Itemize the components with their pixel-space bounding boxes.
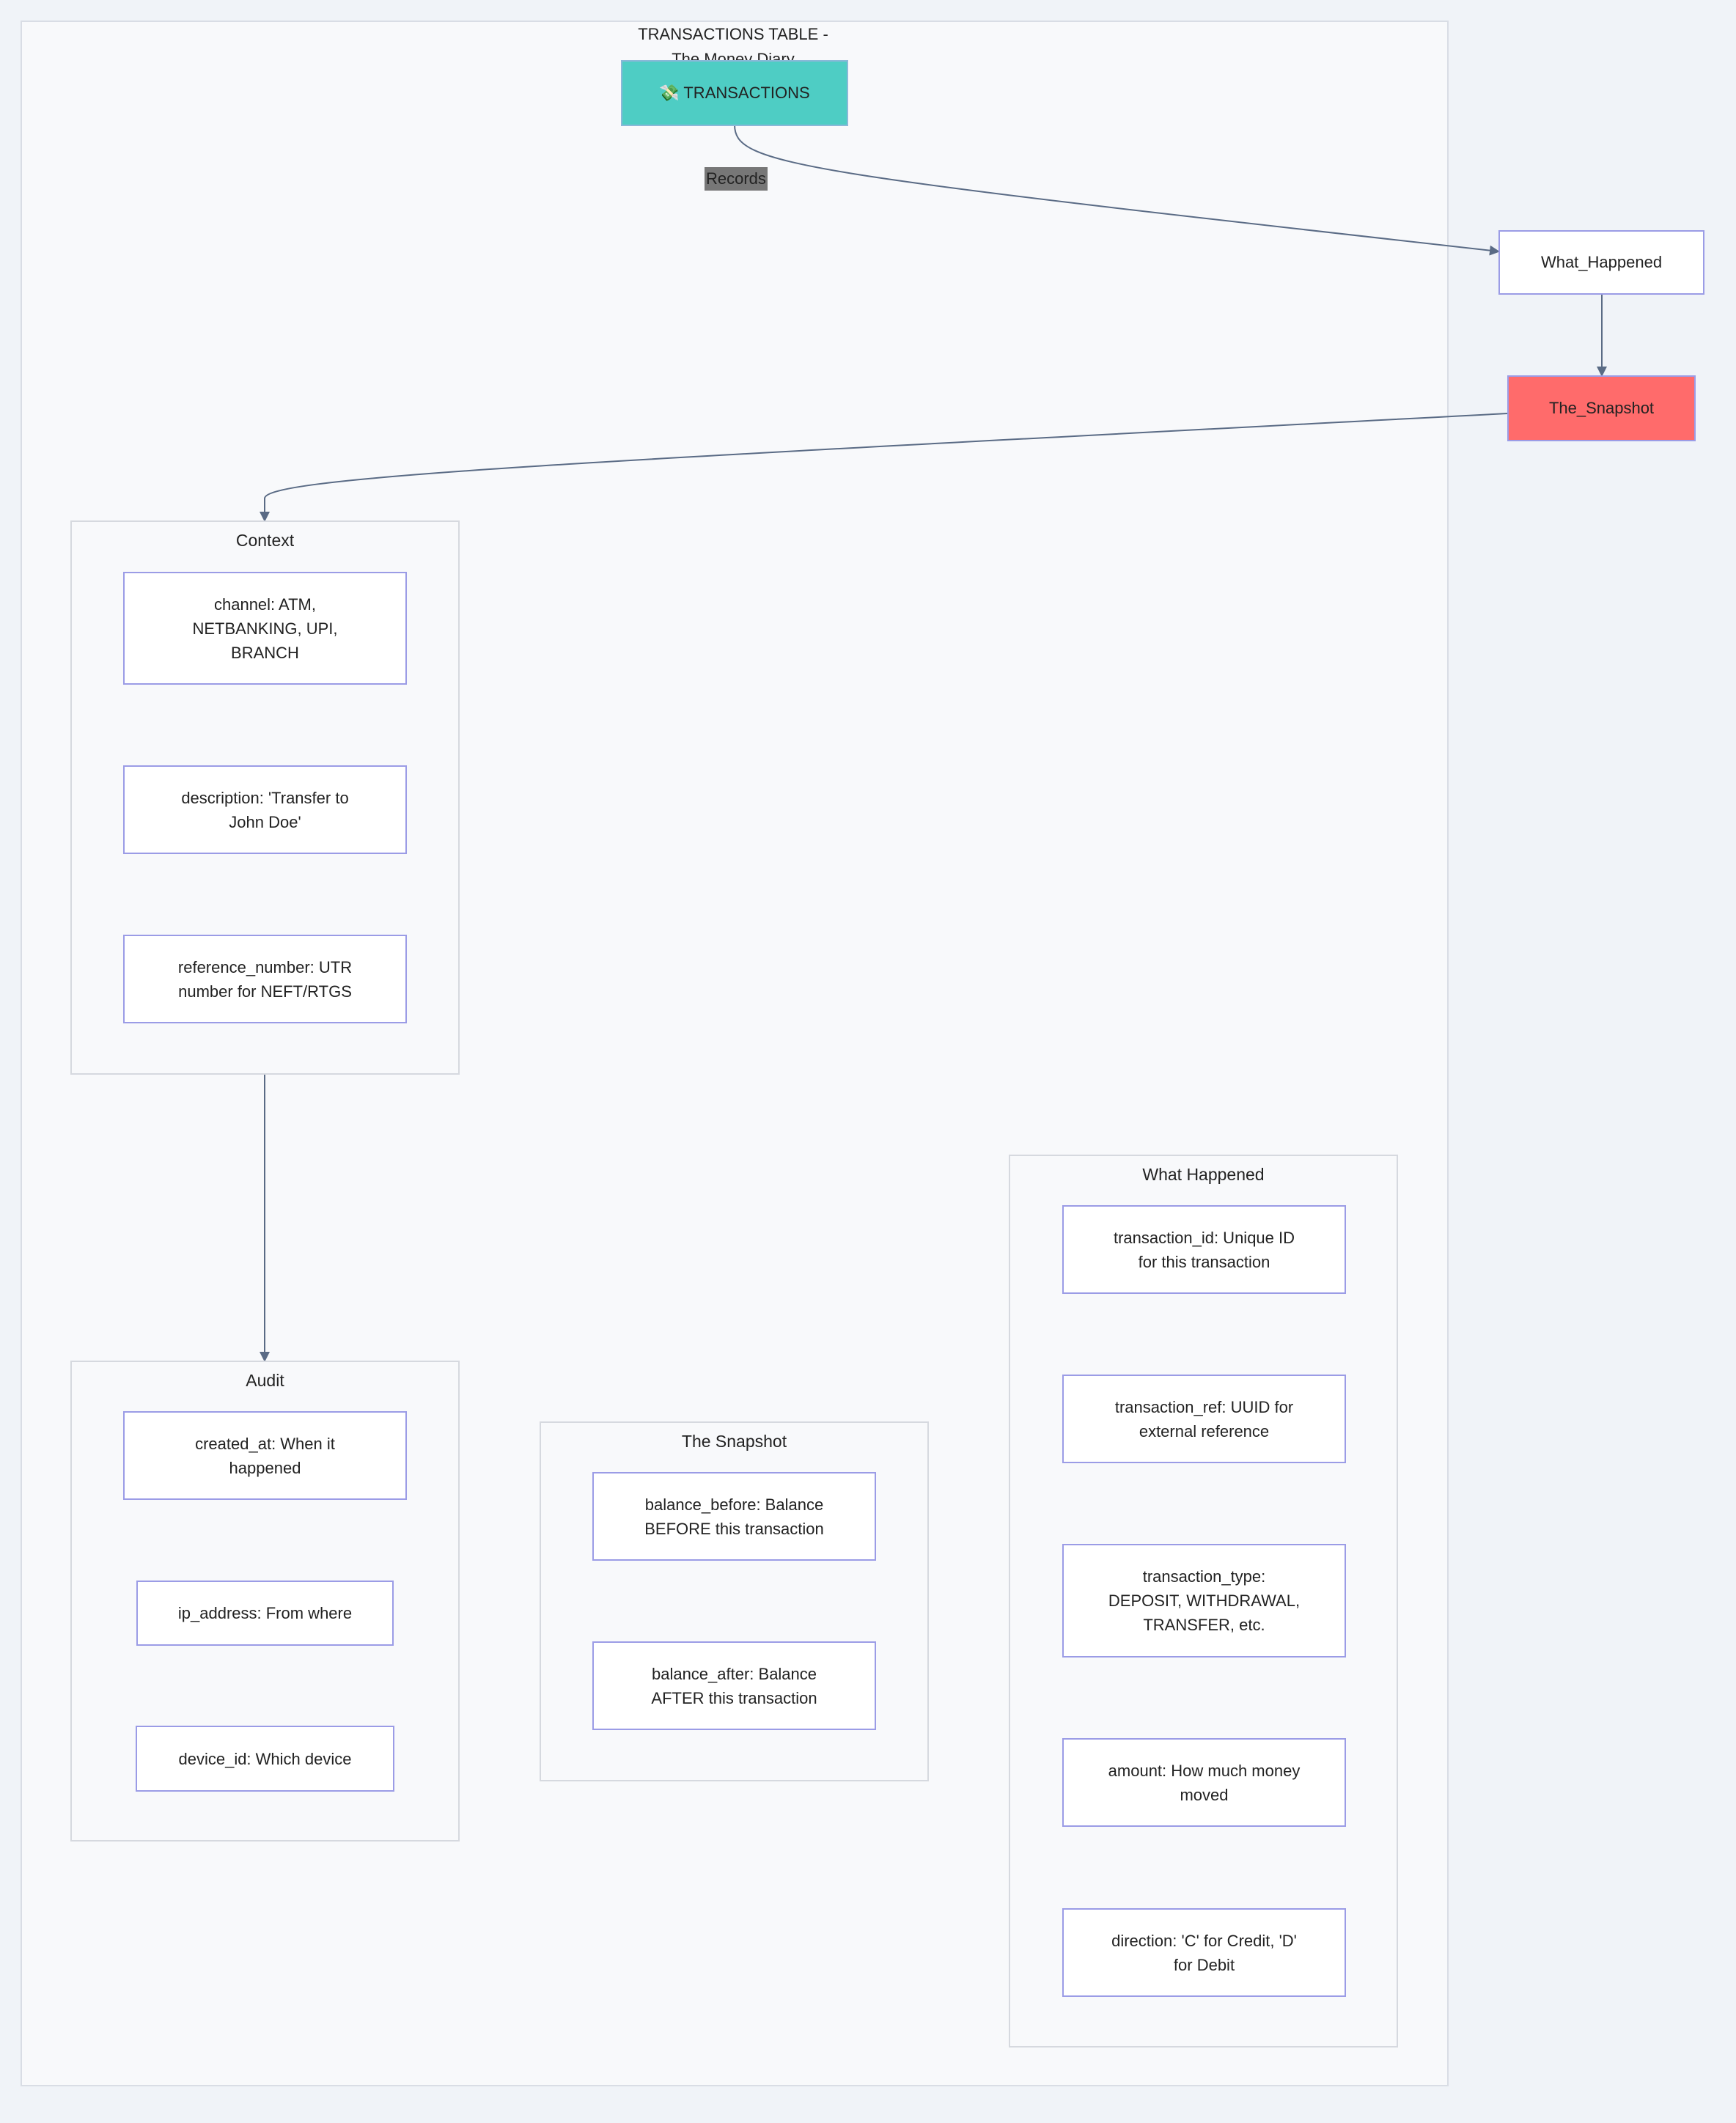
title-line-1: TRANSACTIONS TABLE - — [638, 25, 828, 43]
field-balance-after[interactable]: balance_after: Balance AFTER this transa… — [592, 1641, 876, 1730]
field-description[interactable]: description: 'Transfer to John Doe' — [123, 765, 407, 854]
field-balance-before[interactable]: balance_before: Balance BEFORE this tran… — [592, 1472, 876, 1561]
field-device-id[interactable]: device_id: Which device — [136, 1726, 394, 1792]
field-channel[interactable]: channel: ATM, NETBANKING, UPI, BRANCH — [123, 572, 407, 685]
group-label-context: Context — [235, 531, 295, 550]
group-label-the-snapshot: The Snapshot — [681, 1432, 787, 1451]
group-label-what-happened: What Happened — [1142, 1165, 1265, 1184]
node-the-snapshot[interactable]: The_Snapshot — [1507, 375, 1696, 441]
field-amount[interactable]: amount: How much money moved — [1062, 1738, 1346, 1827]
field-transaction-id[interactable]: transaction_id: Unique ID for this trans… — [1062, 1205, 1346, 1294]
edge-transactions-to-what-happened — [734, 124, 1500, 256]
field-ip-address[interactable]: ip_address: From where — [136, 1581, 394, 1646]
node-what-happened[interactable]: What_Happened — [1498, 230, 1704, 295]
edge-snapshot-to-context — [260, 413, 1508, 522]
field-transaction-ref[interactable]: transaction_ref: UUID for external refer… — [1062, 1375, 1346, 1463]
field-direction[interactable]: direction: 'C' for Credit, 'D' for Debit — [1062, 1908, 1346, 1997]
group-label-audit: Audit — [246, 1371, 284, 1390]
edge-label-records: Records — [705, 167, 768, 191]
node-transactions[interactable]: 💸 TRANSACTIONS — [621, 60, 848, 126]
field-created-at[interactable]: created_at: When it happened — [123, 1411, 407, 1500]
field-transaction-type[interactable]: transaction_type: DEPOSIT, WITHDRAWAL, T… — [1062, 1544, 1346, 1657]
field-reference-number[interactable]: reference_number: UTR number for NEFT/RT… — [123, 935, 407, 1023]
